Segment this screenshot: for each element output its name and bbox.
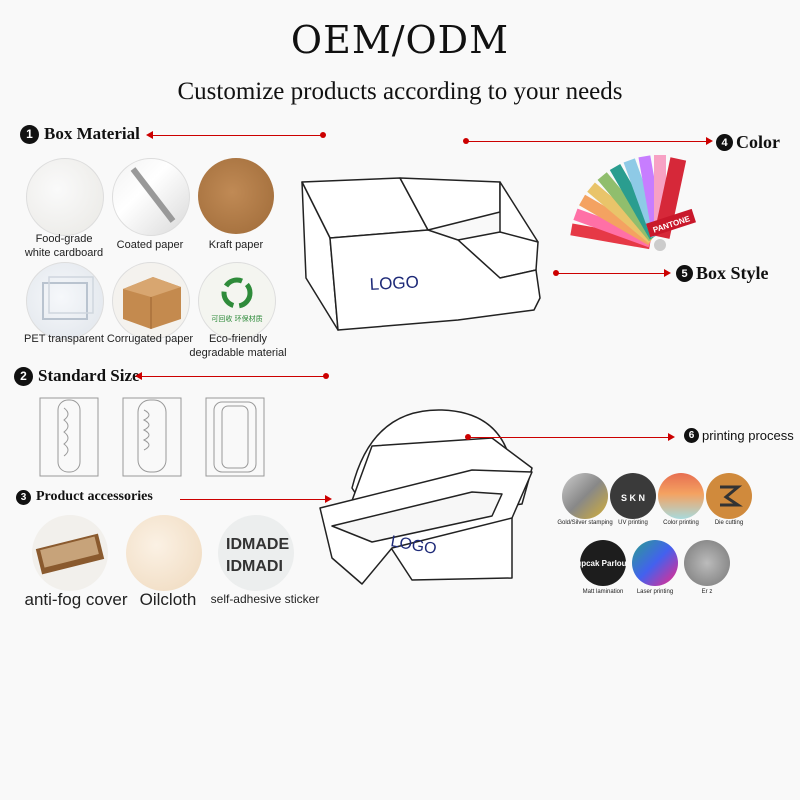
material-caption: PET transparent xyxy=(24,333,104,345)
matt-lamination-image: upcak Parlour xyxy=(580,540,626,586)
connector-line xyxy=(180,499,325,500)
box-illustration-bottom: LOGO xyxy=(319,409,533,585)
section-box-material: 1 Box Material xyxy=(20,124,140,144)
number-2-badge: 2 xyxy=(14,366,33,386)
accessory-caption: Oilcloth xyxy=(139,590,197,609)
number-4-badge: 4 xyxy=(716,134,733,151)
material-caption: Coated paper xyxy=(116,239,184,251)
process-caption: Die cutting xyxy=(714,520,744,526)
pet-transparent-image xyxy=(26,262,104,340)
connector-line xyxy=(558,273,666,274)
oilcloth-image xyxy=(126,515,202,591)
coated-paper-image xyxy=(112,158,190,236)
box-illustration-top: LOGO xyxy=(301,177,541,331)
process-caption: Matt lamination xyxy=(582,589,624,595)
white-cardboard-image xyxy=(26,158,104,236)
uv-art-text: S K N xyxy=(621,493,645,503)
section-label: Box Material xyxy=(44,124,140,143)
die-cutting-image xyxy=(706,473,752,519)
section-label: Color xyxy=(736,132,780,152)
connector-dot xyxy=(553,270,559,276)
connector-line xyxy=(140,376,326,377)
number-6-badge: 6 xyxy=(684,428,699,443)
section-printing-process: 6 printing process xyxy=(684,428,794,443)
arrow-head-icon xyxy=(668,433,675,441)
process-caption: Color printing xyxy=(663,520,699,526)
connector-line xyxy=(468,141,708,142)
caption-line: Eco-friendly xyxy=(208,333,268,345)
gold-stamping-image xyxy=(562,473,608,519)
arrow-head-icon xyxy=(146,131,153,139)
eco-material-image: 可回收 环保材质 xyxy=(198,262,276,340)
section-standard-size: 2 Standard Size xyxy=(14,366,140,386)
embossing-image xyxy=(684,540,730,586)
eco-stamp-text: 可回收 环保材质 xyxy=(211,314,262,323)
logo-text: LOGO xyxy=(369,272,419,294)
caption-line: Food-grade xyxy=(35,233,93,245)
connector-dot xyxy=(463,138,469,144)
anti-fog-cover-image xyxy=(32,515,108,591)
uv-printing-image: S K N xyxy=(610,473,656,519)
section-label: printing process xyxy=(702,428,794,443)
connector-dot xyxy=(323,373,329,379)
section-color: 4 Color xyxy=(716,132,780,153)
corrugated-paper-image xyxy=(112,262,190,340)
accessory-caption: anti-fog cover xyxy=(24,590,128,609)
number-1-badge: 1 xyxy=(20,124,39,144)
connector-line xyxy=(150,135,325,136)
sticker-text-line: IDMADI xyxy=(226,558,283,575)
accessory-caption: self-adhesive sticker xyxy=(210,592,320,606)
process-caption: UV printing xyxy=(618,520,648,526)
number-5-badge: 5 xyxy=(676,265,693,282)
connector-dot xyxy=(465,434,471,440)
laser-printing-image xyxy=(632,540,678,586)
connector-dot xyxy=(320,132,326,138)
caption-line: white cardboard xyxy=(24,247,104,259)
kraft-paper-image xyxy=(198,158,274,234)
process-caption: Laser printing xyxy=(636,589,674,595)
sticker-image: IDMADE IDMADI xyxy=(218,515,294,591)
section-box-style: 5 Box Style xyxy=(676,263,769,284)
material-caption: Corrugated paper xyxy=(106,333,194,345)
arrow-head-icon xyxy=(664,269,671,277)
section-label: Product accessories xyxy=(36,489,153,504)
connector-line xyxy=(470,437,670,438)
size-drawings xyxy=(39,397,265,477)
section-product-accessories: 3 Product accessories xyxy=(16,489,153,505)
arrow-head-icon xyxy=(706,137,713,145)
arrow-head-icon xyxy=(135,372,142,380)
page-title: OEM/ODM xyxy=(290,18,510,62)
material-caption: Kraft paper xyxy=(208,239,264,251)
section-label: Box Style xyxy=(696,263,769,283)
section-label: Standard Size xyxy=(38,366,140,385)
pantone-color-fan: PANTONE xyxy=(570,155,696,251)
arrow-head-icon xyxy=(325,495,332,503)
caption-line: degradable material xyxy=(189,347,287,359)
material-caption: Food-grade white cardboard xyxy=(4,232,124,260)
number-3-badge: 3 xyxy=(16,489,31,505)
page-subtitle: Customize products according to your nee… xyxy=(177,78,623,105)
process-caption: Er z xyxy=(701,589,713,595)
color-printing-image xyxy=(658,473,704,519)
sticker-text-line: IDMADE xyxy=(226,536,289,553)
process-caption: Gold/Silver stamping xyxy=(557,520,613,526)
material-caption: Eco-friendly degradable material xyxy=(176,332,300,360)
matt-art-text: upcak Parlour xyxy=(580,559,626,568)
